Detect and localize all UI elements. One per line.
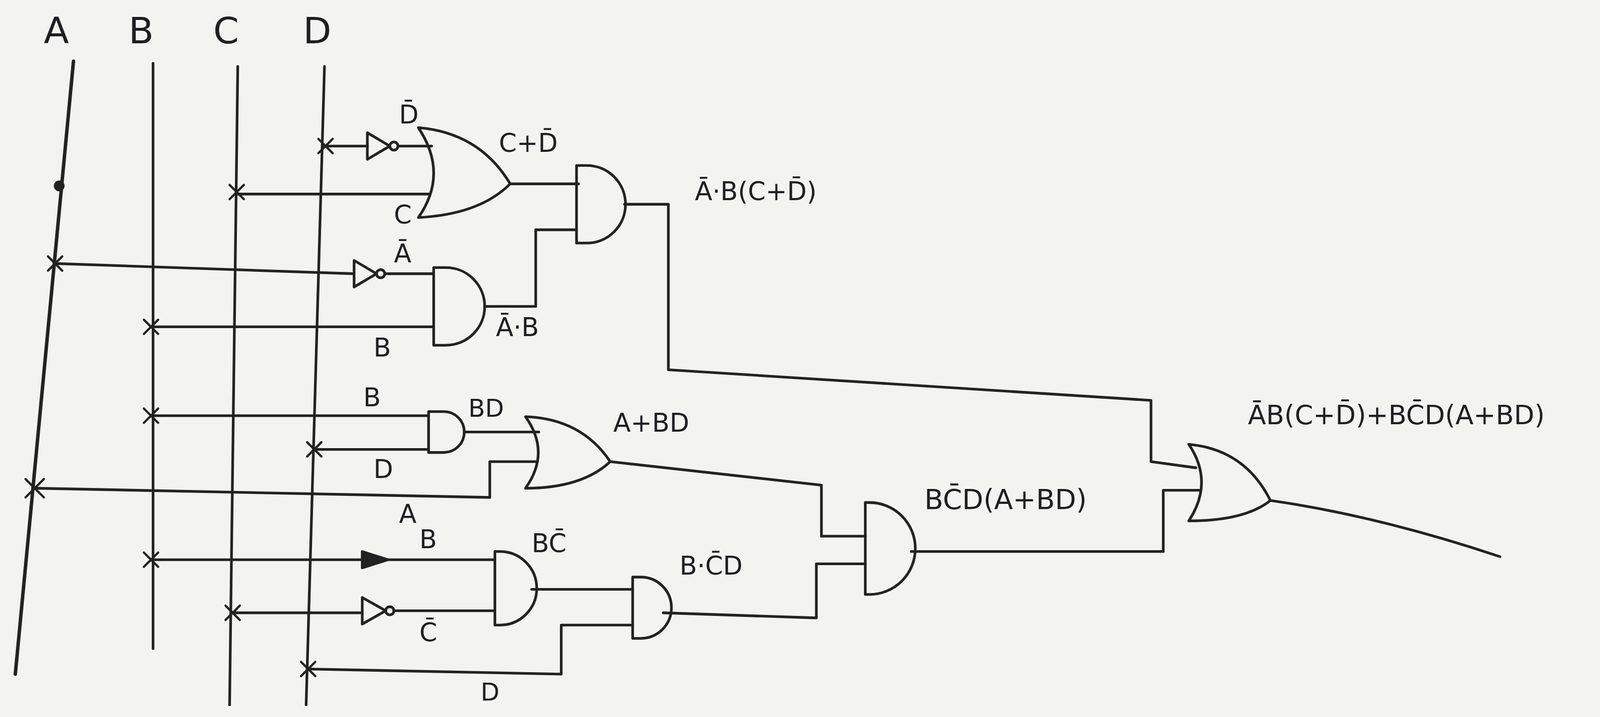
wire bbox=[308, 624, 633, 674]
signal-label: C̄ bbox=[418, 619, 439, 645]
wire bbox=[236, 192, 429, 196]
and-gate bbox=[865, 502, 916, 595]
input-name: B bbox=[127, 12, 155, 50]
signal-label: C bbox=[392, 202, 413, 228]
wire bbox=[55, 263, 434, 274]
or-gate bbox=[1188, 443, 1271, 521]
wire bbox=[1270, 500, 1500, 557]
signal-label: BD bbox=[467, 396, 506, 421]
or-gate bbox=[525, 416, 611, 489]
signal-label: A+BD bbox=[612, 410, 691, 436]
signal-label: A bbox=[398, 501, 418, 527]
signal-label: Ā bbox=[392, 240, 413, 267]
wire bbox=[150, 325, 434, 328]
signal-label: B bbox=[418, 526, 438, 552]
signal-label: B bbox=[362, 384, 382, 411]
wire bbox=[624, 204, 1196, 468]
input-rail bbox=[15, 61, 74, 674]
wire bbox=[325, 144, 432, 148]
wire bbox=[232, 610, 495, 613]
signal-label: D bbox=[479, 679, 501, 705]
input-name: D bbox=[302, 12, 333, 50]
wire bbox=[34, 461, 536, 498]
signal-label: Ā·B(C+D̄) bbox=[693, 178, 818, 205]
wire bbox=[464, 430, 539, 433]
and-gate bbox=[632, 576, 672, 639]
input-rail bbox=[306, 66, 325, 705]
and-gate bbox=[494, 551, 537, 626]
input-name: C bbox=[212, 12, 240, 50]
not-gate bbox=[367, 132, 390, 160]
signal-label: D bbox=[372, 456, 394, 482]
signal-label: BC̄D(A+BD) bbox=[923, 485, 1088, 514]
scribble bbox=[362, 551, 388, 568]
signal-label: Ā·B bbox=[494, 314, 540, 340]
wire bbox=[150, 415, 429, 450]
wire bbox=[150, 557, 495, 561]
signal-label: B bbox=[372, 334, 392, 361]
wire bbox=[531, 587, 633, 591]
or-gate bbox=[418, 127, 511, 218]
signal-label: D̄ bbox=[398, 102, 420, 128]
wire bbox=[510, 182, 579, 186]
signal-label: C+D̄ bbox=[498, 130, 559, 156]
not-gate bbox=[362, 597, 386, 624]
and-gate bbox=[433, 267, 485, 345]
junction-dot bbox=[55, 181, 64, 190]
junction-marks bbox=[25, 138, 333, 676]
input-name: A bbox=[42, 12, 70, 50]
output-expression: ĀB(C+D̄)+BC̄D(A+BD) bbox=[1247, 402, 1546, 429]
and-gate bbox=[576, 165, 626, 243]
signal-label: BC̄ bbox=[530, 530, 568, 556]
and-gate bbox=[428, 411, 465, 453]
signal-label: B·C̄D bbox=[678, 552, 745, 579]
wire bbox=[484, 229, 577, 307]
not-gate bbox=[353, 260, 377, 287]
wire bbox=[610, 461, 866, 536]
